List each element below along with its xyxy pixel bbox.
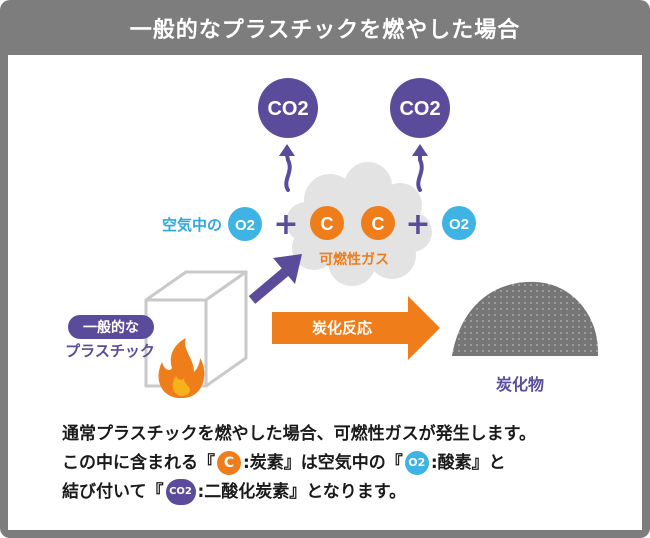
co2-left-label: CO2 (267, 98, 308, 120)
description-line-3-a: 結び付いて『 (62, 482, 164, 502)
air-label: 空気中の (162, 216, 222, 234)
o2-right-label: O2 (449, 216, 469, 233)
co2-molecule-left (258, 78, 318, 138)
description-line-2-c: :酸素』と (430, 453, 506, 473)
co2-chip: CO2 (165, 479, 196, 505)
page-title: 一般的なプラスチックを燃やした場合 (129, 17, 521, 43)
description-line-3: 結び付いて『CO2:二酸化炭素』となります。 (62, 478, 622, 507)
rise-arrow-left (284, 148, 292, 192)
description-line-2-b: :炭素』は空気中の『 (243, 453, 403, 473)
carbon-molecule-1 (310, 206, 344, 240)
plastic-tag (68, 315, 154, 339)
gas-release-arrow (248, 254, 302, 304)
co2-molecule-right (390, 78, 450, 138)
description-line-3-b: :二酸化炭素』となります。 (197, 482, 407, 502)
description-line-2-a: この中に含まれる『 (62, 453, 215, 473)
plastic-cube (144, 270, 248, 388)
rise-arrowhead-right (412, 144, 428, 156)
flammable-gas-label: 可燃性ガス (319, 251, 389, 268)
rise-arrowhead-left (279, 144, 295, 156)
o2-molecule-right (442, 206, 476, 240)
char-heap (452, 281, 599, 356)
plus-sign-1: + (273, 207, 298, 242)
plastic-tag-text: 一般的な (83, 319, 139, 336)
c1-label: C (321, 214, 334, 234)
c2-label: C (372, 214, 385, 234)
flame-icon (158, 338, 205, 398)
carbonization-arrow (272, 296, 440, 360)
carbon-chip: C (217, 451, 241, 475)
plastic-label: プラスチック (65, 342, 155, 360)
carbon-molecule-2 (361, 206, 395, 240)
o2-molecule-left (228, 207, 262, 241)
carbonization-label: 炭化反応 (312, 319, 372, 337)
char-label: 炭化物 (496, 375, 544, 394)
plus-sign-2: + (405, 207, 430, 242)
description: 通常プラスチックを燃やした場合、可燃性ガスが発生します。 この中に含まれる『C:… (62, 420, 622, 507)
rise-arrow-right (416, 148, 424, 192)
description-line-1: 通常プラスチックを燃やした場合、可燃性ガスが発生します。 (62, 424, 536, 444)
o2-left-label: O2 (235, 217, 255, 234)
description-line-2: この中に含まれる『C:炭素』は空気中の『O2:酸素』と (62, 449, 622, 478)
co2-right-label: CO2 (399, 98, 440, 120)
oxygen-chip: O2 (404, 451, 429, 475)
